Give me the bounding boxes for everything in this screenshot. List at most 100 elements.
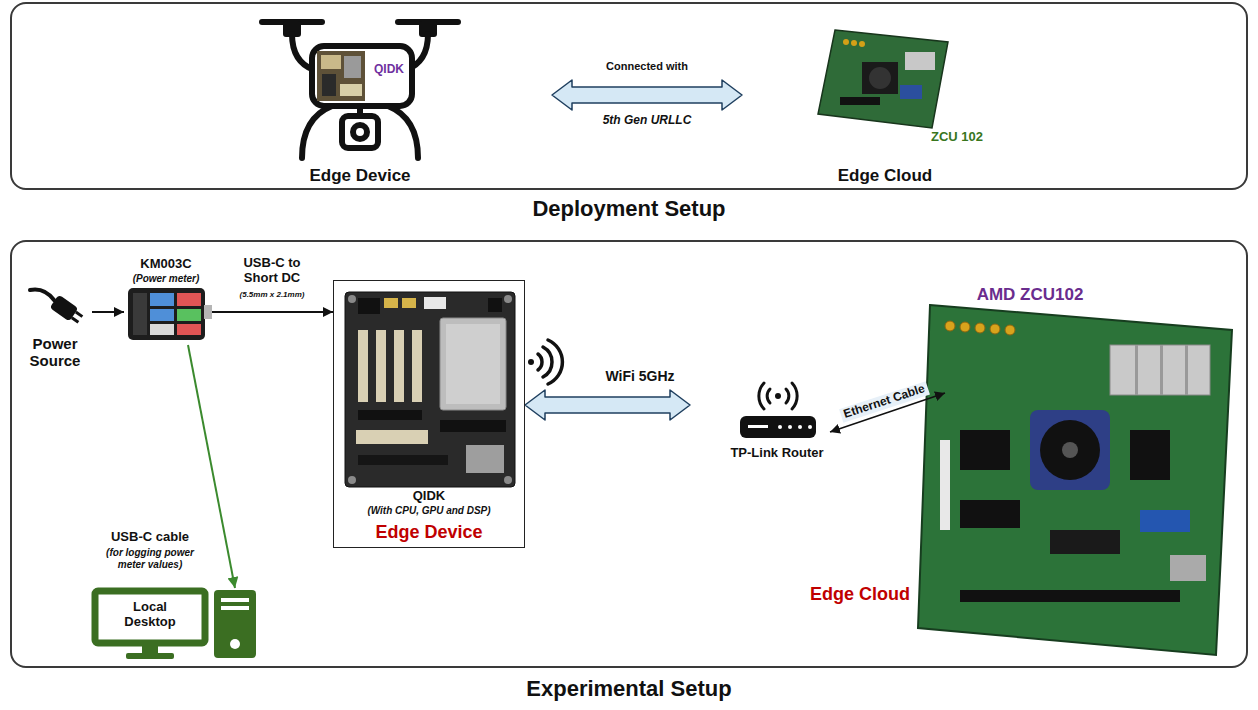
power-plug-icon bbox=[30, 289, 85, 326]
text-holder: Power Source bbox=[23, 335, 87, 370]
zcu102-board-photo-part bbox=[960, 590, 1180, 602]
drone-icon-part bbox=[388, 106, 418, 158]
desktop-icon-part bbox=[230, 639, 240, 649]
qidk-board-photo-part bbox=[322, 74, 336, 96]
router-icon-part bbox=[798, 425, 802, 429]
node-title: Experimental Setup bbox=[526, 676, 731, 701]
qidk-board-photo-part bbox=[317, 51, 365, 101]
null-part-part bbox=[786, 389, 789, 403]
node-text: Edge Device bbox=[309, 166, 410, 186]
desktop-computer: Local Desktop bbox=[92, 588, 262, 660]
text-holder: TP-Link Router bbox=[730, 446, 823, 461]
qidk-board-photo-part bbox=[394, 330, 404, 402]
desktop-icon-part bbox=[221, 606, 249, 610]
zcu102-board-photo-part bbox=[1050, 530, 1120, 554]
desktop-icon bbox=[95, 590, 256, 659]
qidk-board-photo-part bbox=[345, 292, 515, 487]
text-holder: Experimental Setup bbox=[526, 676, 731, 701]
qidk-board-photo-part bbox=[424, 297, 446, 309]
null-part-part bbox=[50, 295, 79, 322]
zcu102-board-photo-part bbox=[859, 41, 865, 47]
annotation-label: (5.5mm x 2.1mm) bbox=[240, 290, 305, 299]
zcu102-board-photo-part bbox=[840, 97, 880, 105]
power-meter-device-part bbox=[150, 324, 174, 335]
power-meter-device-part bbox=[150, 293, 174, 306]
zcu102-board-photo-part bbox=[1030, 410, 1110, 490]
zcu102-board-photo-part bbox=[900, 85, 922, 99]
power-meter-device-part bbox=[133, 293, 147, 335]
router-icon bbox=[740, 383, 816, 438]
text-holder: ZCU 102 bbox=[931, 130, 983, 145]
qidk-board-photo-part bbox=[358, 298, 380, 314]
node-text: (Power meter) bbox=[133, 273, 200, 285]
qidk-board-photo-part bbox=[321, 55, 341, 69]
cable-line bbox=[212, 311, 333, 313]
drone-device: QIDK Edge Device bbox=[250, 10, 552, 188]
power-meter-device-part bbox=[128, 288, 205, 340]
null-part-part bbox=[71, 317, 79, 324]
zcu102-board-photo-part bbox=[905, 52, 935, 70]
zcu102-board-photo bbox=[818, 30, 948, 128]
power-plug: Power Source bbox=[18, 280, 92, 375]
connector-label: USB-C cable bbox=[111, 530, 189, 545]
qidk-board-photo-part bbox=[344, 56, 361, 78]
null-part bbox=[50, 295, 85, 326]
cable-line bbox=[92, 311, 124, 313]
qidk-board-photo-part bbox=[358, 330, 368, 402]
desktop-icon-part bbox=[221, 598, 249, 602]
node-title: Local Desktop bbox=[110, 600, 190, 630]
power-plug-icon-part bbox=[30, 289, 54, 300]
qidk-board: QIDK(With CPU, GPU and DSP) bbox=[343, 290, 517, 522]
desktop-icon-part bbox=[214, 590, 256, 658]
node-title: TP-Link Router bbox=[730, 446, 823, 461]
text-holder: Local Desktop bbox=[110, 600, 190, 630]
qidk-board-photo-part bbox=[446, 324, 500, 404]
node-title: QIDK bbox=[374, 63, 404, 77]
null-part-part bbox=[75, 311, 83, 318]
qidk-board-photo-part bbox=[348, 295, 356, 303]
router-icon-part bbox=[778, 425, 782, 429]
zcu102-board-photo bbox=[918, 305, 1232, 655]
qidk-board-photo-part bbox=[440, 318, 506, 410]
router: TP-Link Router bbox=[725, 378, 830, 466]
text-holder: Edge Cloud bbox=[810, 584, 910, 605]
zcu102-board-photo-part bbox=[843, 39, 849, 45]
qidk-board-photo-part bbox=[488, 298, 502, 312]
zcu102-board-photo-part bbox=[1170, 555, 1206, 581]
edge-cloud: ZCU 102Edge Cloud bbox=[742, 8, 1010, 165]
cloud-outline bbox=[695, 260, 1235, 661]
zcu102-board-photo-part bbox=[851, 40, 857, 46]
qidk-board-photo-part bbox=[440, 420, 506, 432]
node-title: Deployment Setup bbox=[532, 196, 725, 221]
zcu102-board-photo-part bbox=[975, 323, 985, 333]
null-part bbox=[759, 383, 797, 409]
power-meter: KM003C(Power meter) bbox=[124, 256, 212, 345]
router-icon-part bbox=[748, 425, 768, 428]
router-icon-part bbox=[775, 393, 781, 399]
text-holder: (5.5mm x 2.1mm) bbox=[240, 290, 305, 299]
drone-icon-part bbox=[353, 125, 367, 139]
zcu102-board-photo-part bbox=[960, 500, 1020, 528]
block-arrow bbox=[525, 390, 690, 420]
text-holder: KM003C bbox=[140, 257, 191, 272]
zcu102-board-photo-part bbox=[1185, 345, 1188, 395]
qidk-board-photo-part bbox=[358, 410, 422, 420]
text-holder: USB-C to Short DC bbox=[232, 256, 312, 286]
drone-icon-part bbox=[342, 116, 378, 148]
text-holder: AMD ZCU102 bbox=[977, 285, 1084, 305]
zcu102-board-photo-part bbox=[1005, 325, 1015, 335]
node-title: ZCU 102 bbox=[931, 130, 983, 145]
zcu102-board-photo-part bbox=[918, 305, 1232, 655]
qidk-board-photo-part bbox=[340, 84, 362, 96]
connector-label: Connected with bbox=[606, 60, 688, 73]
qidk-board-photo-part bbox=[376, 330, 386, 402]
power-meter-device-part bbox=[204, 305, 212, 319]
qidk-board-photo bbox=[345, 292, 515, 487]
wifi-symbol-part bbox=[528, 359, 534, 365]
zcu102-board-photo-part bbox=[1062, 442, 1078, 458]
zcu102-board-photo-part bbox=[1140, 510, 1190, 532]
qidk-board-photo-part bbox=[348, 476, 356, 484]
qidk-board-photo-part bbox=[412, 330, 422, 402]
